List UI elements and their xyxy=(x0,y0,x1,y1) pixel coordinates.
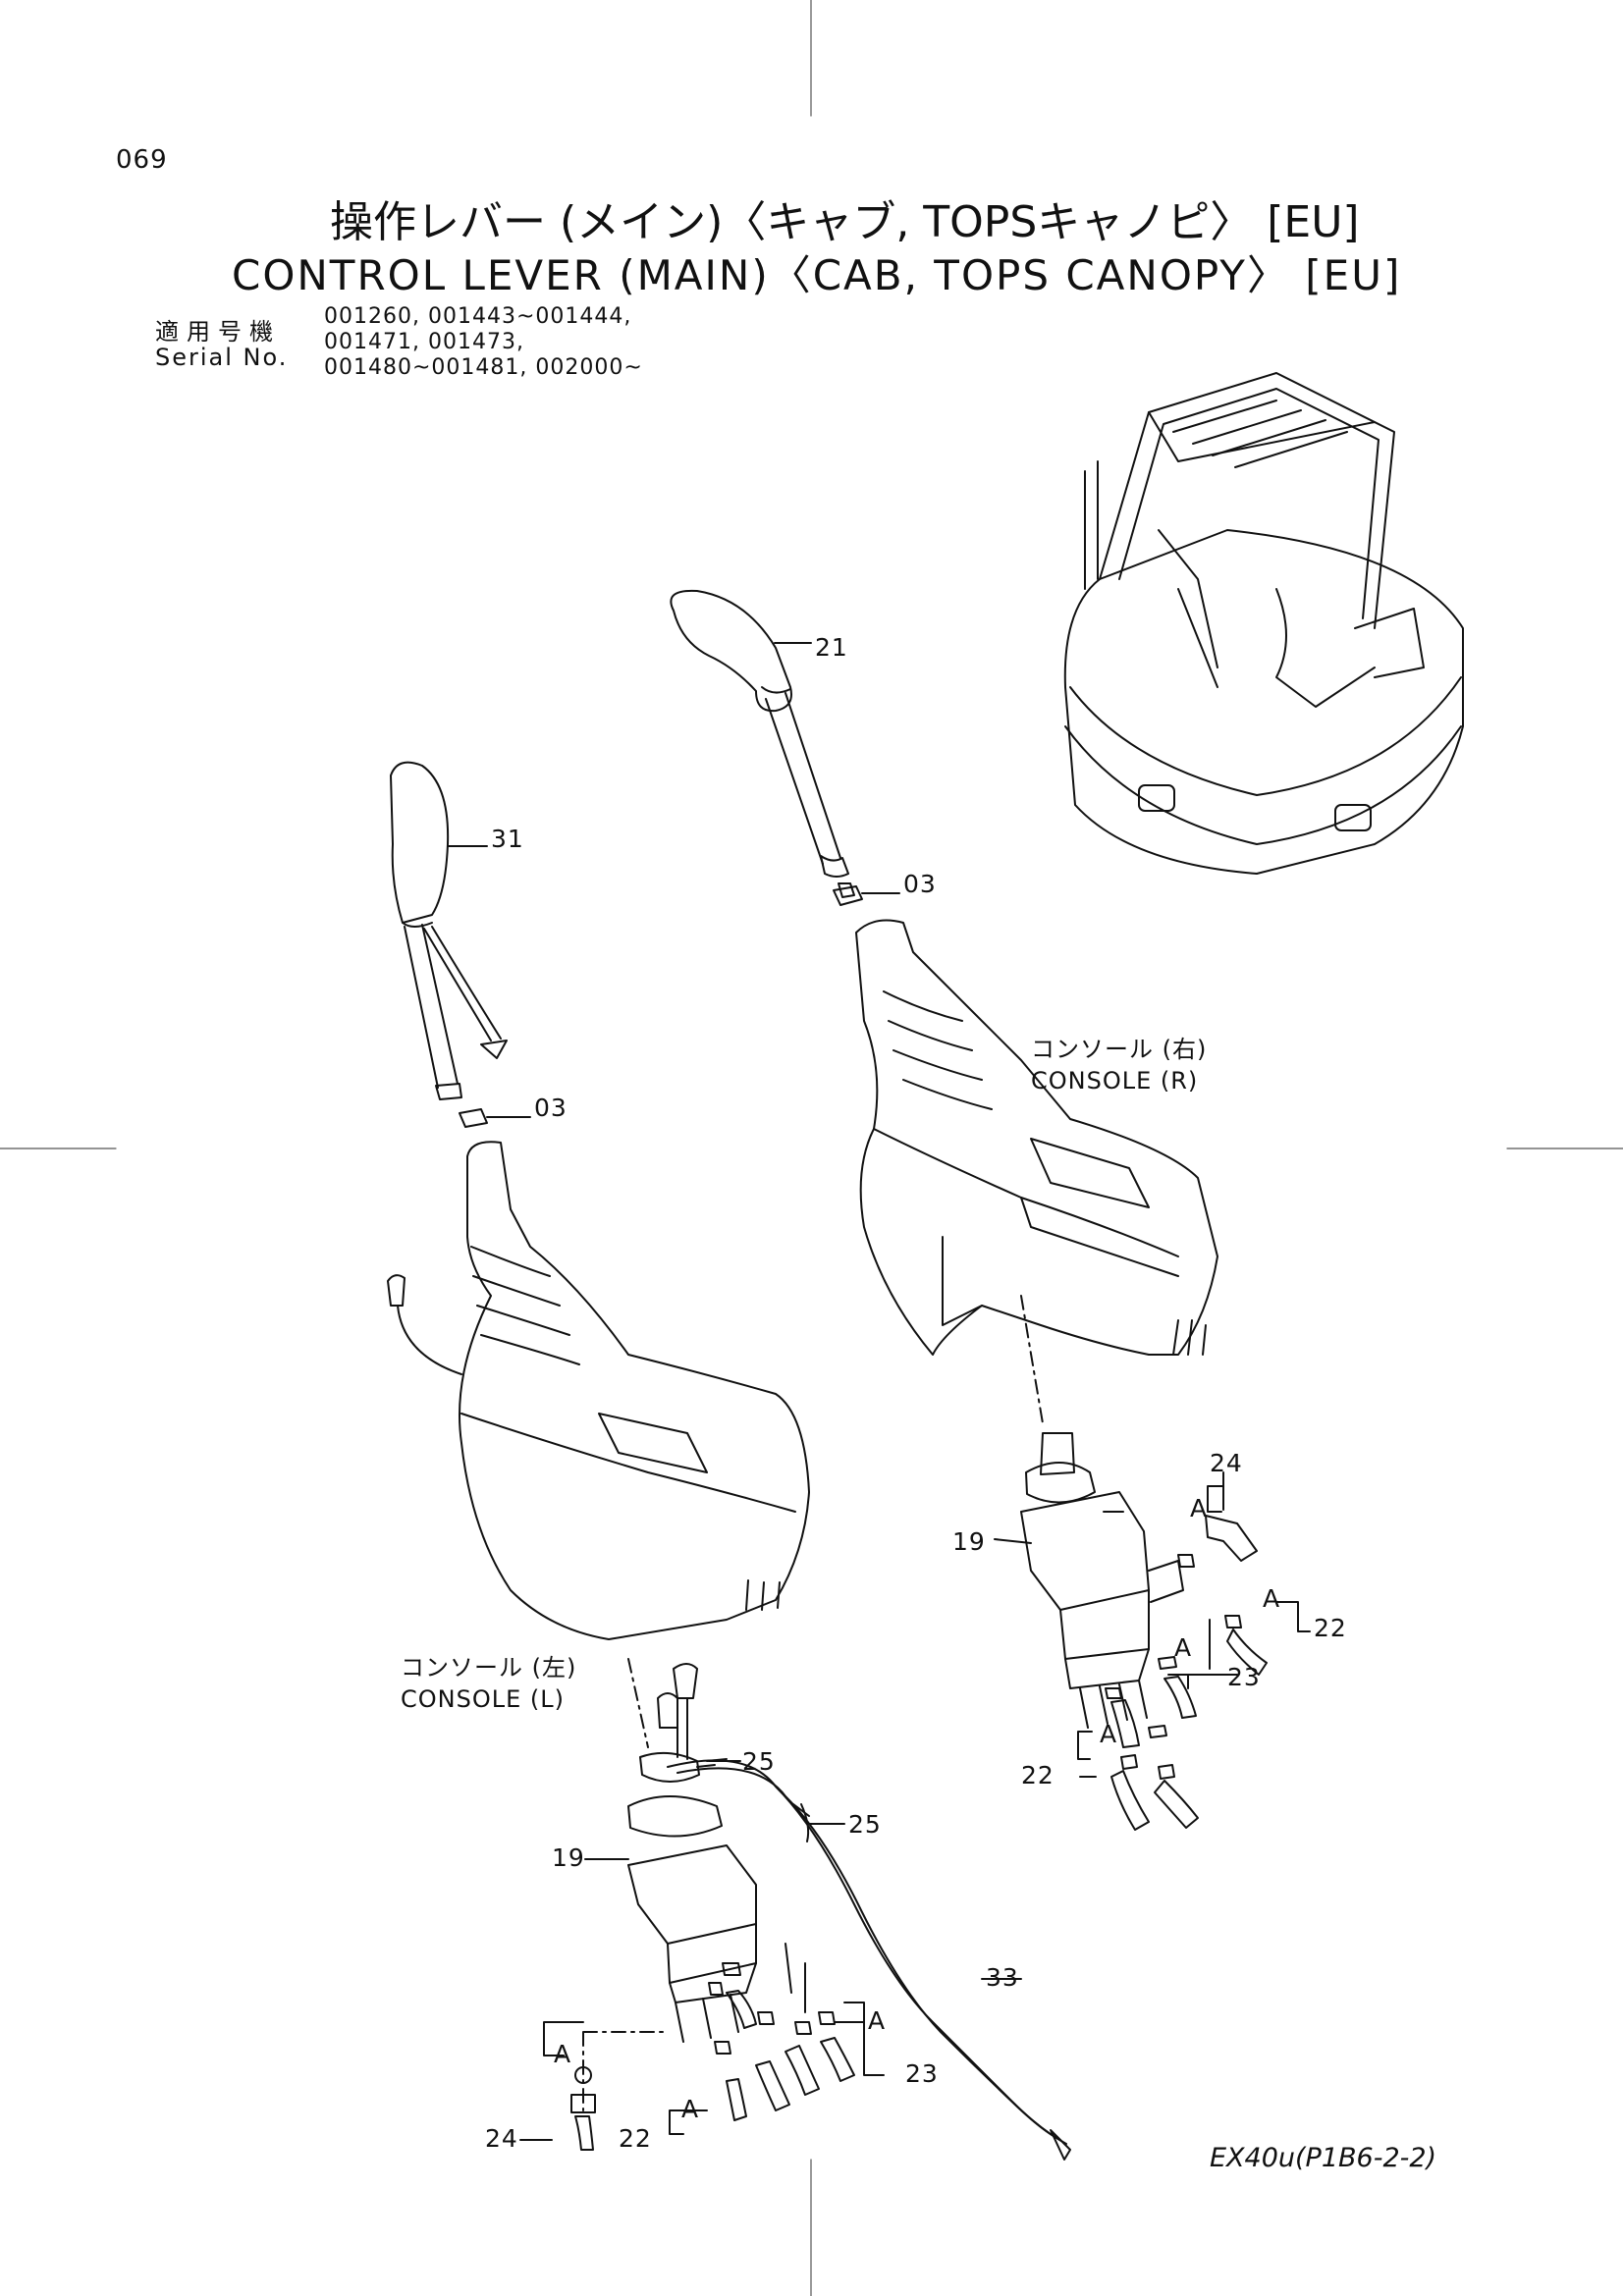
callout-25-lower: 25 xyxy=(848,1810,882,1839)
callout-a-right-3: A xyxy=(1174,1633,1193,1662)
model-code: EX40u(P1B6-2-2) xyxy=(1210,2143,1437,2173)
nut-03-right xyxy=(833,885,900,906)
console-left xyxy=(387,1141,810,1748)
fittings-right xyxy=(1077,1471,1311,1831)
serial-label-japanese: 適用号機 xyxy=(155,318,281,346)
console-right xyxy=(855,919,1218,1424)
callout-a-right-4: A xyxy=(1100,1720,1118,1748)
callout-19-right: 19 xyxy=(952,1527,986,1556)
serial-range-line-3: 001480~001481, 002000~ xyxy=(324,355,643,380)
callout-a-left-3: A xyxy=(868,2006,887,2035)
pilot-valve-19-right xyxy=(994,1432,1184,1729)
callout-21: 21 xyxy=(815,633,848,662)
console-right-label-english: CONSOLE (R) xyxy=(1031,1067,1199,1095)
callout-03-left: 03 xyxy=(534,1094,568,1122)
callout-31: 31 xyxy=(491,825,524,853)
callout-22-right-upper: 22 xyxy=(1314,1614,1347,1642)
callout-19-left: 19 xyxy=(552,1843,585,1872)
pilot-valve-19-left xyxy=(584,1663,1071,2161)
callout-24-right: 24 xyxy=(1210,1449,1243,1477)
console-left-label-japanese: コンソール (左) xyxy=(401,1654,577,1682)
callout-25-upper: 25 xyxy=(742,1747,776,1776)
callout-23-right: 23 xyxy=(1227,1663,1261,1691)
serial-range-line-2: 001471, 001473, xyxy=(324,330,524,354)
fittings-left xyxy=(519,1943,885,2151)
page-title-english: CONTROL LEVER (MAIN)〈CAB, TOPS CANOPY〉 [… xyxy=(232,251,1402,299)
page-number: 069 xyxy=(116,145,168,175)
serial-label-english: Serial No. xyxy=(155,344,289,371)
page-title-japanese: 操作レバー (メイン)〈キャブ, TOPSキャノピ〉 [EU] xyxy=(330,197,1360,247)
callout-22-left: 22 xyxy=(619,2124,652,2153)
lever-grip-21 xyxy=(670,589,855,898)
callout-a-left-1: A xyxy=(554,2040,572,2068)
callout-22-right-lower: 22 xyxy=(1021,1761,1055,1789)
callout-23-left: 23 xyxy=(905,2059,939,2088)
callout-a-left-2: A xyxy=(681,2095,700,2123)
callout-33: 33 xyxy=(986,1963,1019,1992)
serial-range-line-1: 001260, 001443~001444, xyxy=(324,304,632,329)
console-right-label-japanese: コンソール (右) xyxy=(1031,1036,1208,1063)
callout-24-left: 24 xyxy=(485,2124,518,2153)
callout-a-right-1: A xyxy=(1190,1494,1209,1522)
excavator-overview xyxy=(1063,372,1464,875)
callout-03-right: 03 xyxy=(903,870,937,898)
console-left-label-english: CONSOLE (L) xyxy=(401,1685,565,1713)
nut-03-left xyxy=(459,1108,531,1128)
callout-a-right-2: A xyxy=(1263,1584,1281,1613)
lever-grip-31 xyxy=(390,761,508,1100)
